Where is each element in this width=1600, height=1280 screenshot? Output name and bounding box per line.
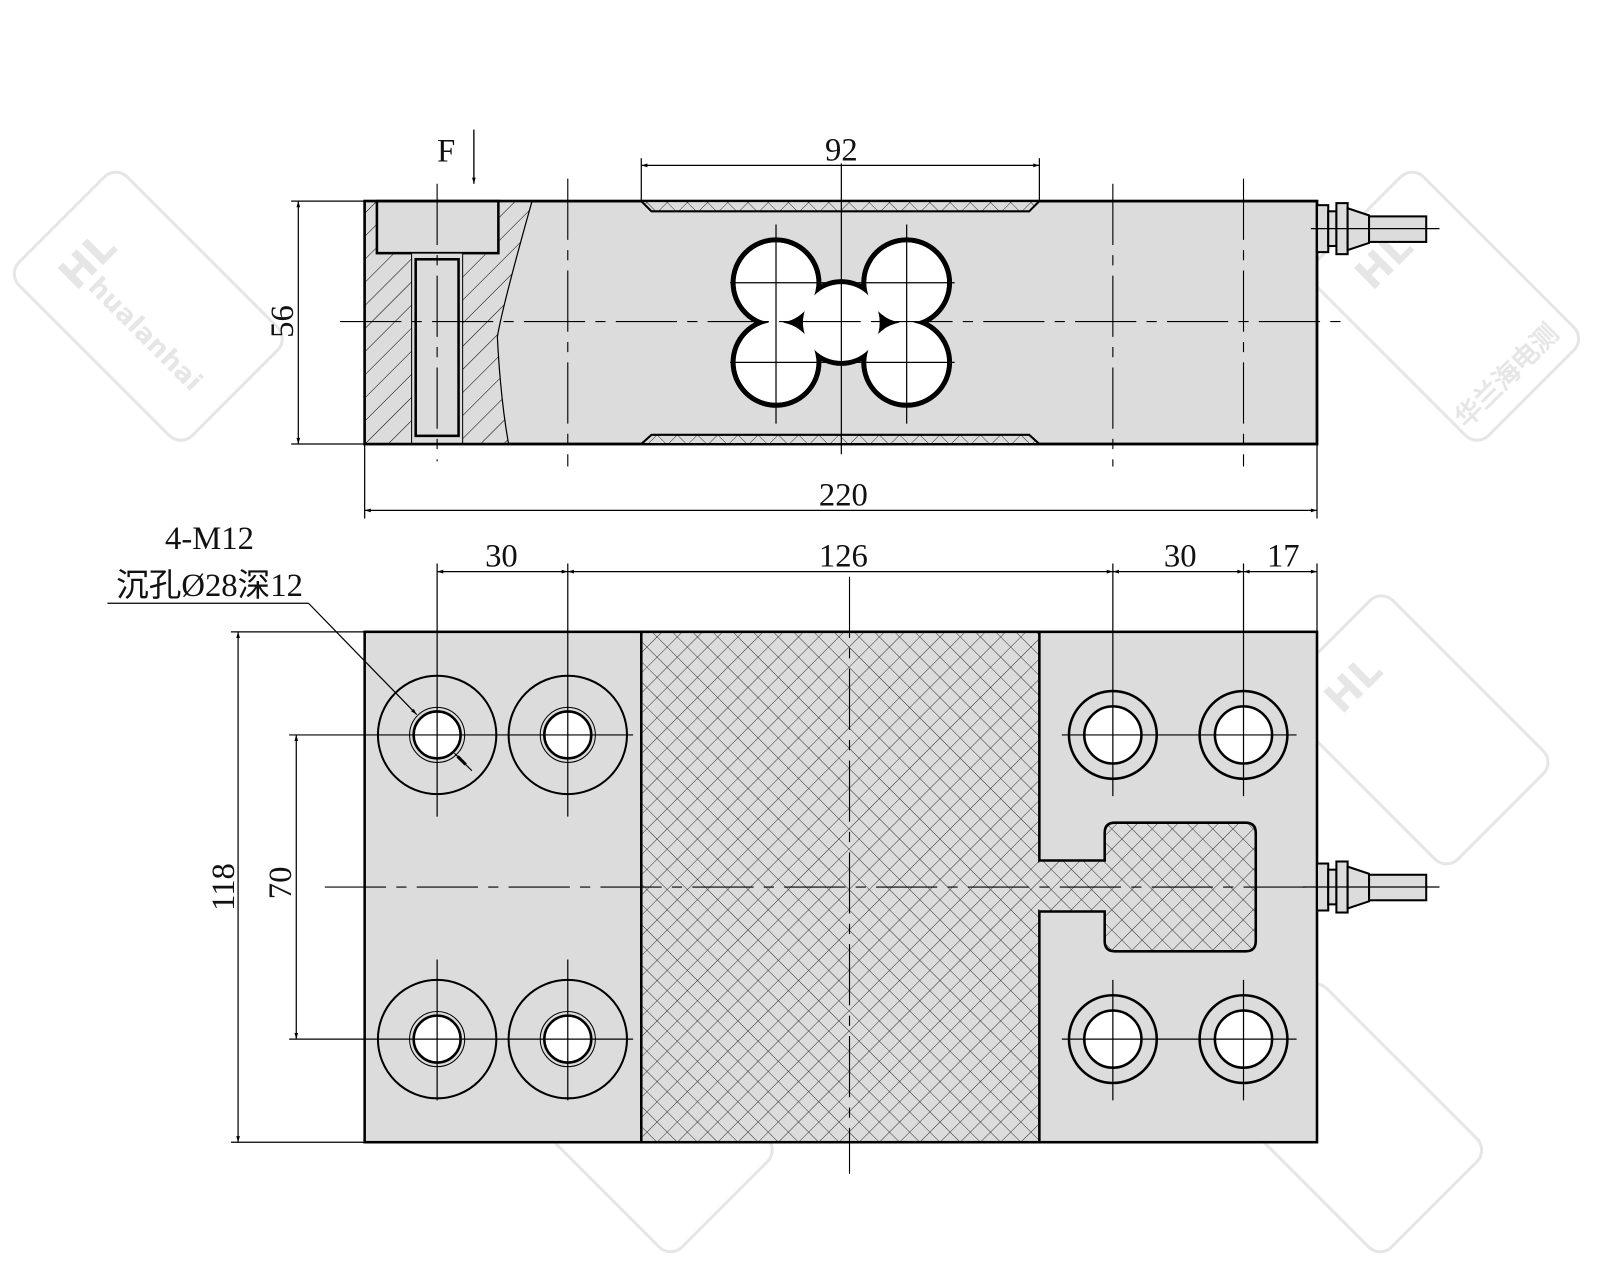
hole-callout: 4-M12 沉孔Ø28深12 — [107, 521, 473, 772]
dim-slot: 92 — [640, 132, 1040, 202]
watermark-logo-text: HL — [1315, 646, 1391, 722]
dim-hole-spacing-label: 70 — [263, 867, 299, 900]
dim-height: 56 — [265, 200, 365, 445]
dim-edge-right: 17 — [1267, 539, 1300, 575]
channel-join — [1037, 862, 1042, 910]
dim-slot-label: 92 — [825, 132, 858, 168]
top-flexure-band — [638, 200, 1042, 213]
force-label: F — [437, 133, 455, 169]
dim-width: 118 — [206, 631, 365, 1143]
dim-hole-spacing: 70 — [263, 734, 299, 1040]
top-view: F 92 56 220 — [265, 129, 1440, 519]
dim-hole-pitch-right: 30 — [1164, 539, 1197, 575]
watermark-brand: hualanhai — [82, 271, 208, 397]
bottom-flexure-band — [638, 433, 1043, 446]
dim-height-label: 56 — [265, 305, 301, 338]
top-centerlines — [340, 163, 1348, 467]
bottom-centerlines — [289, 563, 1440, 1174]
bottom-view: 30 126 30 17 118 70 4-M12 沉孔Ø28深12 — [107, 521, 1440, 1174]
dim-width-label: 118 — [206, 863, 242, 911]
dim-chain: 30 126 30 17 — [437, 539, 1318, 575]
section-break-line — [496, 200, 533, 445]
dim-middle: 126 — [819, 539, 868, 575]
watermark-logo: HL hualanhai — [5, 163, 291, 449]
hole-callout-counterbore: 沉孔Ø28深12 — [116, 568, 303, 604]
dim-hole-pitch-left: 30 — [485, 539, 518, 575]
dim-length-label: 220 — [819, 477, 868, 513]
dim-length: 220 — [364, 444, 1318, 519]
callout-arrow-end — [456, 755, 467, 766]
hole-callout-thread: 4-M12 — [165, 521, 254, 557]
